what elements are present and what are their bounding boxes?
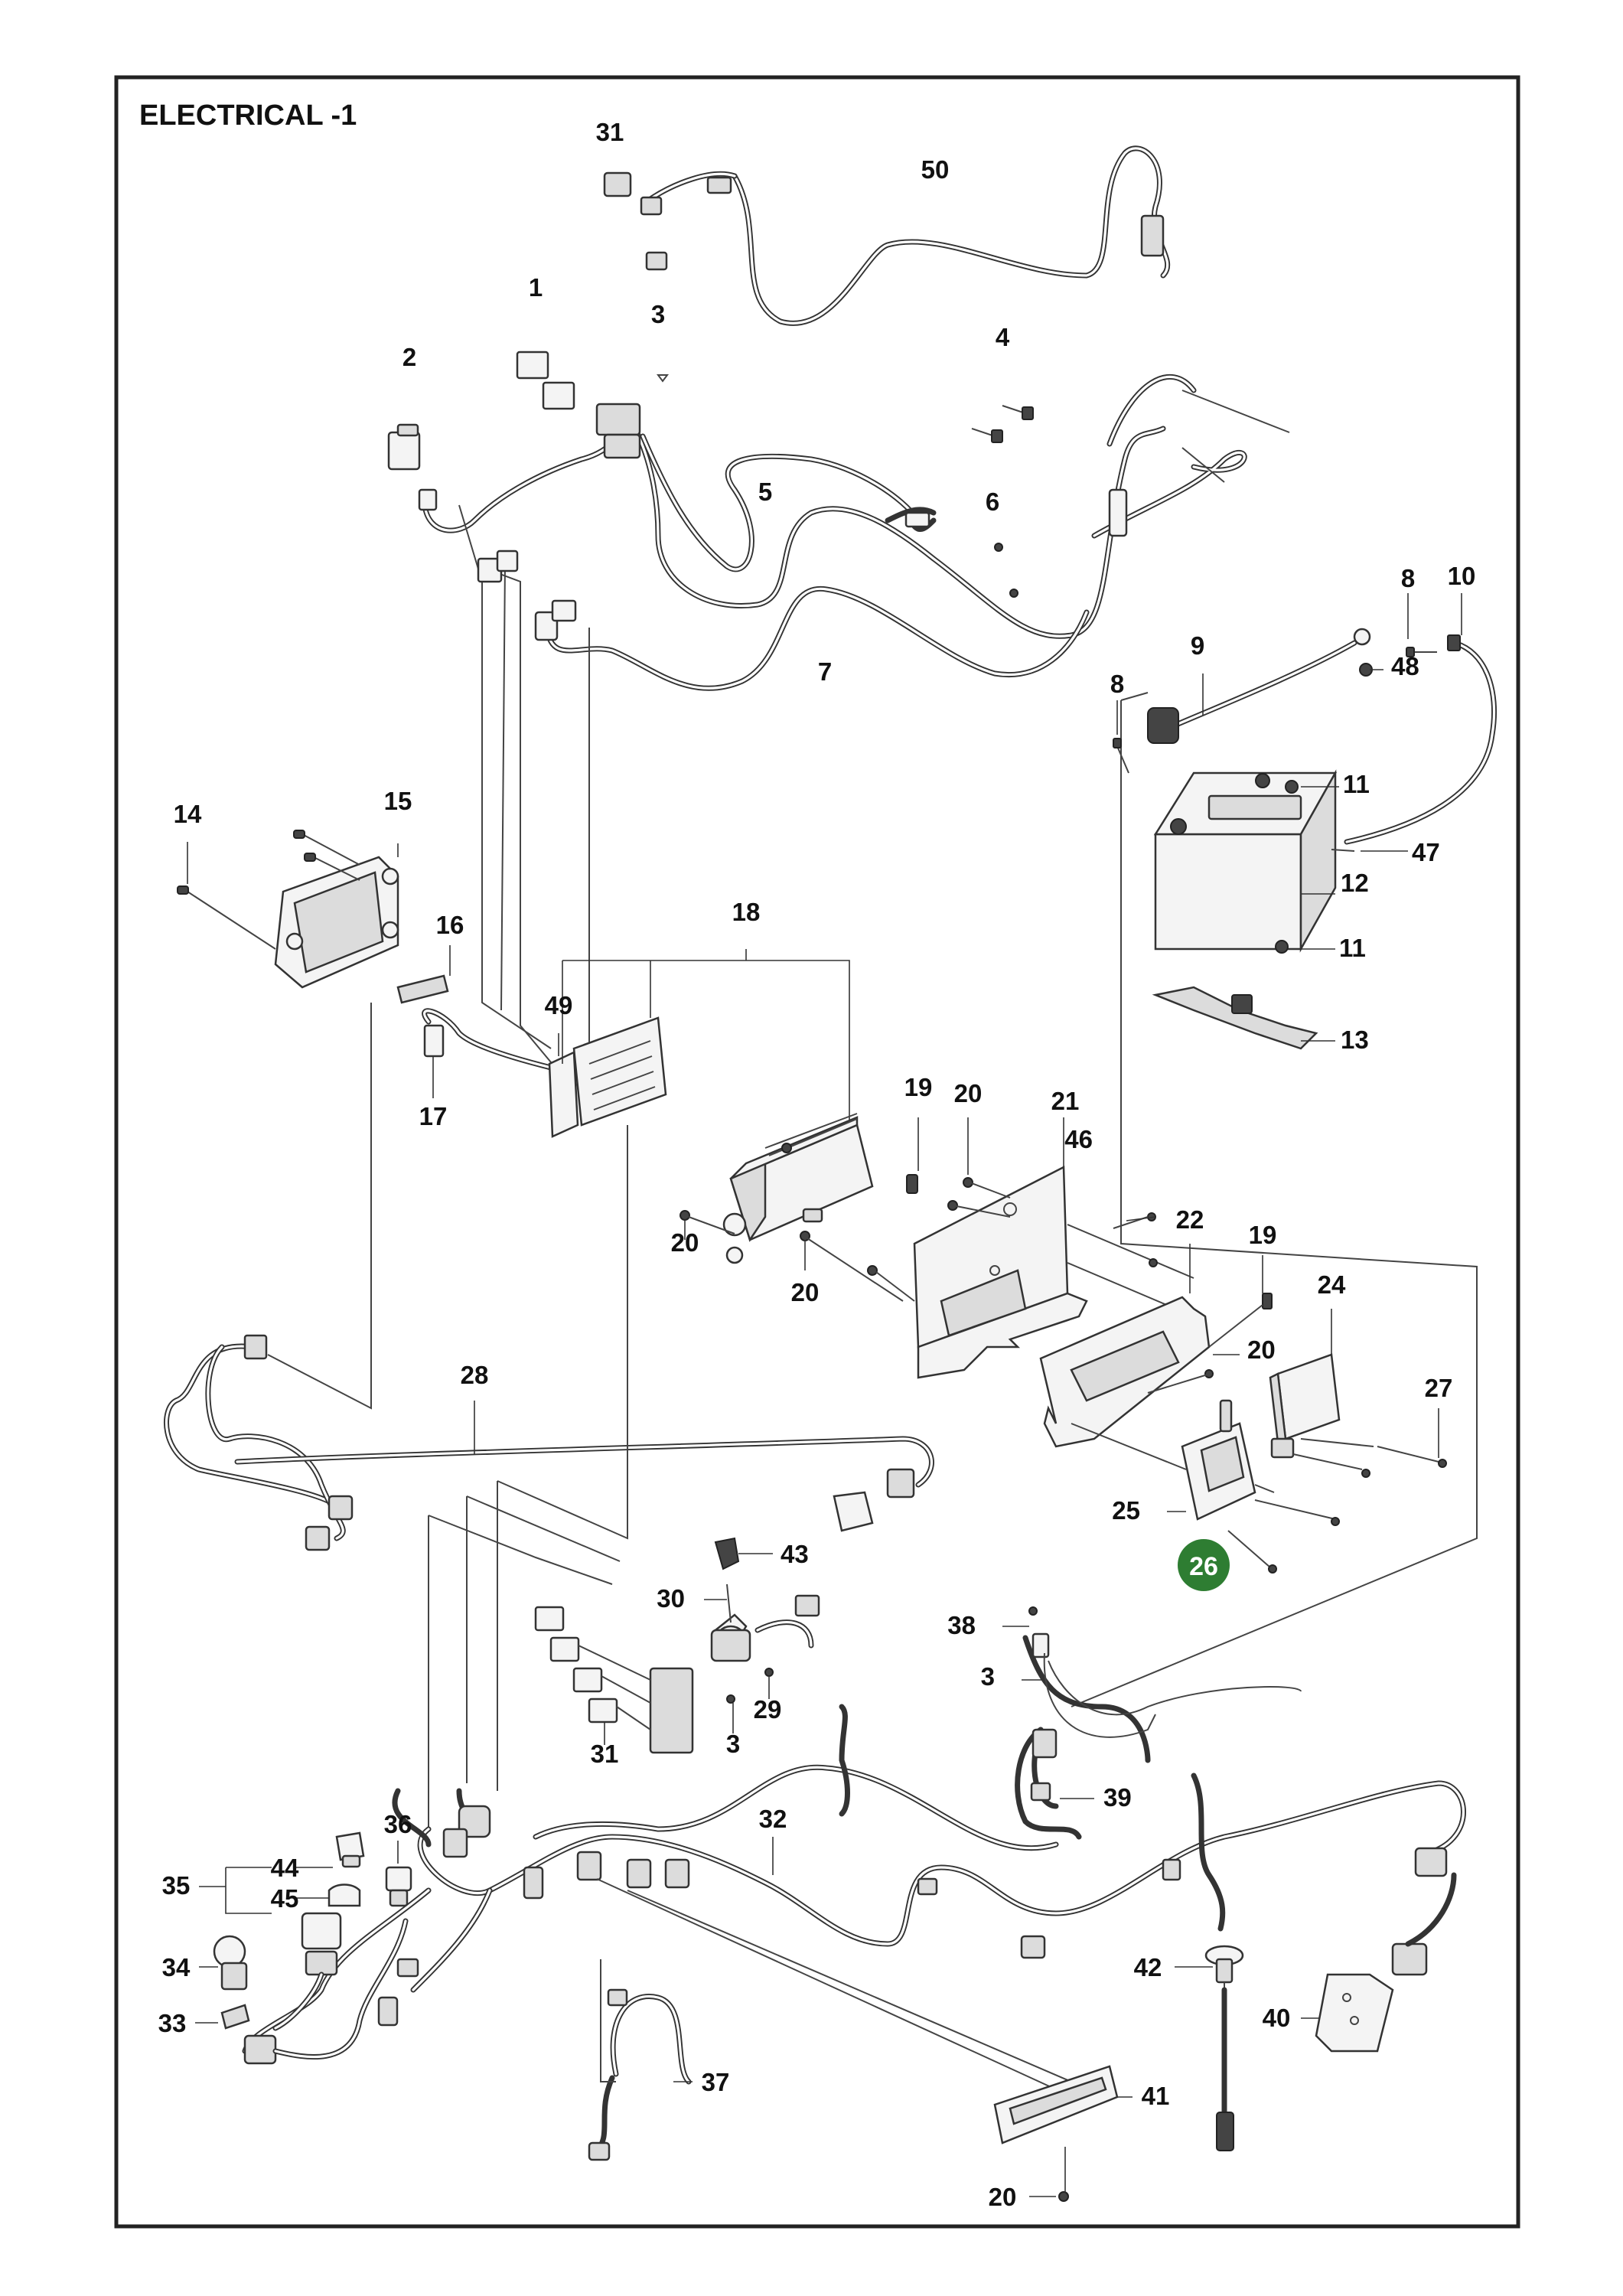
callout-27: 27 [1425,1374,1453,1402]
callout-15: 15 [384,787,412,815]
battery-group [1071,593,1498,1707]
callout-1: 1 [529,273,543,302]
harness-50 [603,145,1171,326]
part-18-control-unit [722,1113,874,1264]
callout-12: 12 [1341,869,1369,897]
harness-28 [164,1003,934,1551]
callout-19-top: 19 [904,1073,933,1101]
callout-16: 16 [436,911,464,939]
callout-25: 25 [1112,1496,1140,1525]
callout-10: 10 [1448,562,1476,590]
callout-38: 38 [947,1611,976,1639]
part-42-sensor [1175,1945,1244,2151]
callout-44: 44 [271,1854,299,1882]
callout-20-bottom: 20 [989,2183,1017,2211]
callout-28: 28 [461,1361,489,1389]
callout-43: 43 [781,1540,809,1568]
callout-11-top: 11 [1343,770,1370,798]
callout-3-right: 3 [981,1662,995,1691]
callout-42: 42 [1134,1953,1162,1981]
diagram-title: ELECTRICAL -1 [139,99,357,132]
part-18-circuit-boards [548,949,850,1138]
callout-32: 32 [759,1805,787,1833]
callout-48: 48 [1391,652,1419,680]
callout-20-mid: 20 [791,1278,820,1306]
callout-50: 50 [921,155,950,184]
callout-31-top: 31 [596,118,624,146]
callout-39: 39 [1103,1783,1132,1812]
part-15-housing [177,830,451,1004]
callout-18: 18 [732,898,761,926]
harness-32 [242,1704,1466,2090]
callout-9: 9 [1191,631,1204,660]
part-25-module [1071,1399,1340,1574]
part-41-frame [993,2065,1133,2202]
callout-2: 2 [402,343,416,371]
callout-8-left: 8 [1110,670,1124,698]
callout-35: 35 [162,1871,191,1900]
part-40-module [1301,1872,1457,2053]
part-35-switch-group [195,1831,419,2065]
callout-34: 34 [162,1953,191,1981]
callout-6: 6 [986,488,999,516]
callout-13: 13 [1341,1026,1369,1054]
callout-45: 45 [271,1884,299,1913]
part-7-connector [534,599,577,641]
callout-20-top: 20 [954,1079,983,1107]
callout-4: 4 [996,323,1010,351]
callout-21: 21 [1051,1087,1080,1115]
part-31-relay-block [428,1125,735,1829]
callout-33: 33 [158,2009,187,2037]
callout-30: 30 [657,1584,685,1613]
part-6-screws [994,543,1018,598]
callout-31-bottom: 31 [591,1740,619,1768]
part-24-module [1269,1309,1447,1478]
diagram-frame [114,75,1520,2229]
callout-7: 7 [818,657,832,686]
callout-46: 46 [1064,1125,1093,1153]
callout-8-right: 8 [1401,564,1415,592]
highlight-26[interactable]: 26 [1178,1539,1230,1591]
callout-37: 37 [702,2068,730,2096]
harness-bundle-vertical [458,504,590,1102]
callout-3-lower: 3 [726,1730,740,1758]
callout-29: 29 [754,1695,782,1724]
callout-40: 40 [1263,2004,1291,2032]
callout-49: 49 [545,991,573,1019]
part-17-connector [422,1008,554,1098]
callout-47: 47 [1412,838,1440,866]
part-4-bolts [971,405,1034,443]
part-37-wire [588,1959,693,2161]
callout-5: 5 [758,478,772,506]
part-2-relay [387,423,438,511]
callout-11-bottom: 11 [1339,934,1366,962]
part-39-connector [1002,1606,1302,1809]
part-30-sensor [704,1537,820,1699]
callout-19-right: 19 [1249,1221,1277,1249]
part-22-plate [1039,1244,1273,1448]
part-21-bracket [680,1117,1194,1379]
callout-14: 14 [174,800,202,828]
callout-36: 36 [384,1810,412,1838]
callout-20-right: 20 [1247,1336,1276,1364]
callout-17: 17 [419,1102,448,1130]
part-1-relay-harness [516,351,641,459]
callout-22: 22 [1176,1205,1204,1234]
callout-20-left: 20 [671,1228,699,1257]
callout-24: 24 [1318,1270,1346,1299]
harness-7 [544,585,1090,691]
callout-3-top: 3 [651,300,665,328]
part-3-screw [657,374,669,383]
callout-labels: 31 50 1 3 4 2 5 6 7 8 10 9 48 8 11 47 12… [158,118,1476,2211]
highlight-26-label: 26 [1189,1552,1218,1581]
callout-41: 41 [1142,2082,1170,2110]
